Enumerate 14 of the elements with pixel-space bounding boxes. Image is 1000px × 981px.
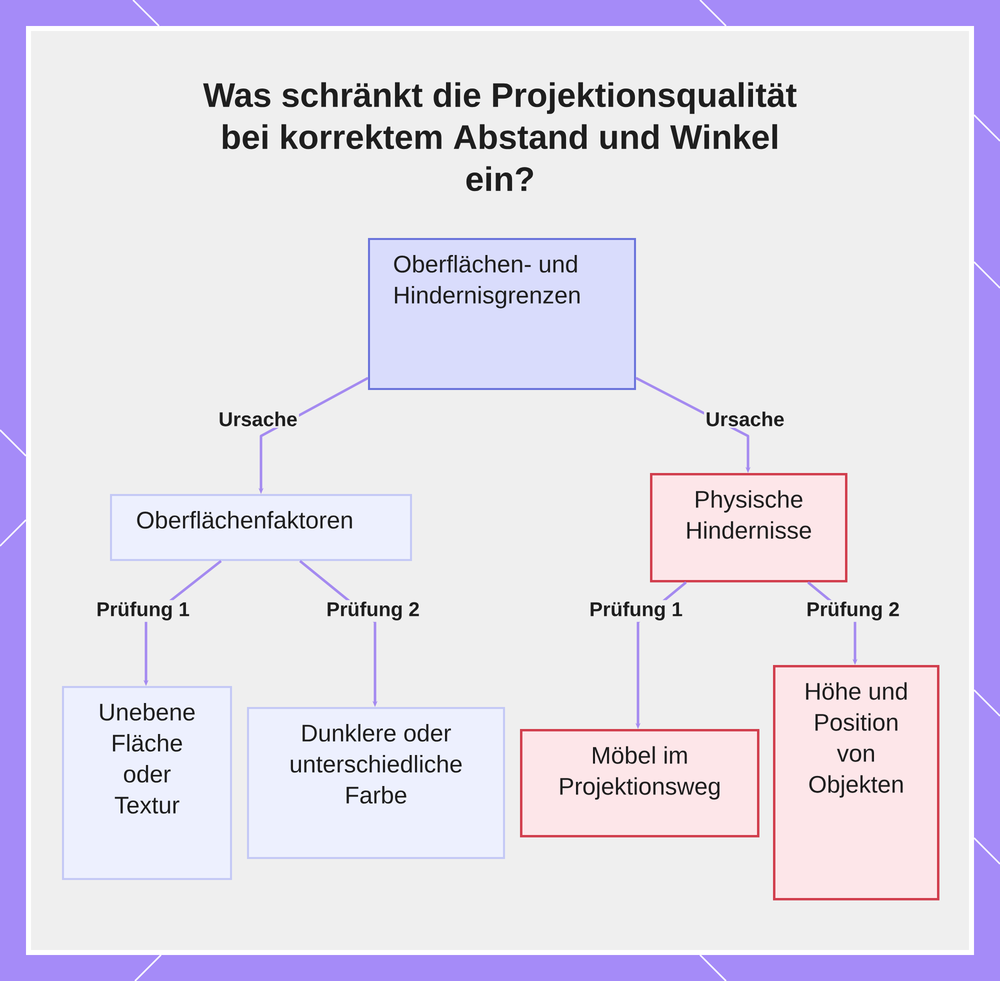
process-box: Physische Hindernisse (650, 473, 848, 582)
process-box: Möbel im Projektionsweg (520, 729, 760, 838)
process-box: Unebene Fläche oder Textur (62, 686, 232, 880)
edge-label: Prüfung 1 (588, 600, 684, 622)
process-box: Oberflächenfaktoren (110, 494, 412, 561)
title: Was schränkt die Projektionsqualität bei korrektem Abstand und Winkel ein? (203, 82, 797, 192)
process-box: Höhe und Position von Objekten (773, 665, 940, 900)
edge-label: Prüfung 2 (324, 600, 422, 622)
edge-label: Ursache (217, 410, 299, 428)
process-box: Oberflächen- und Hindernisgrenzen (368, 238, 636, 390)
edge-label: Prüfung 2 (804, 600, 902, 622)
edge-label: Prüfung 1 (94, 600, 192, 622)
edge-label: Ursache (704, 410, 786, 428)
process-box: Dunklere oder unterschiedliche Farbe (247, 707, 505, 859)
